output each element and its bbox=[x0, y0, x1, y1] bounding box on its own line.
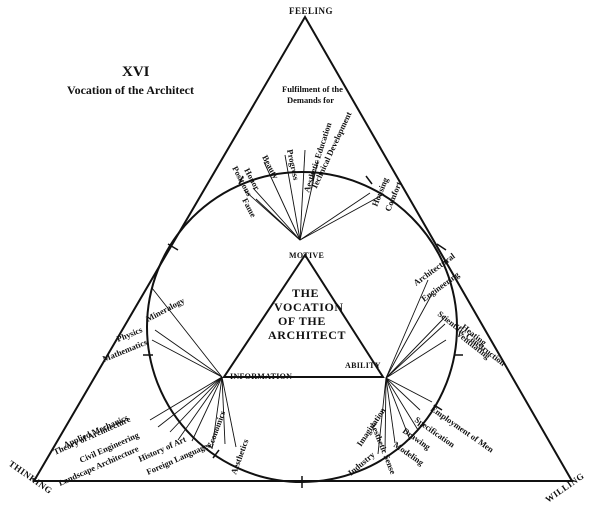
fan-line-industry bbox=[377, 377, 387, 455]
label-aesthetics: Aesthetics bbox=[228, 437, 250, 476]
node-information-label: INFORMATION bbox=[230, 372, 292, 381]
fan-line-aesthetics bbox=[221, 376, 237, 448]
inner-triangle bbox=[222, 253, 385, 378]
center-line1: THE bbox=[292, 286, 319, 300]
fan-lines bbox=[149, 149, 447, 455]
fan-line-fame bbox=[255, 198, 301, 241]
fan-line-drawing bbox=[385, 377, 419, 431]
fan-line-comfort bbox=[299, 193, 385, 241]
fan-line-progress bbox=[284, 154, 301, 241]
fan-line-ventilating bbox=[385, 339, 447, 379]
fan-line-aesthetic-sense bbox=[385, 377, 396, 444]
fan-line-foreign-languages bbox=[211, 376, 223, 450]
center-line4: ARCHITECT bbox=[268, 328, 346, 342]
tick-marks bbox=[143, 171, 463, 488]
fan-line-physics bbox=[154, 329, 223, 378]
fan-line-applied-mechanics bbox=[149, 376, 223, 421]
plate-number: XVI bbox=[122, 64, 150, 80]
fan-line-modeling bbox=[385, 377, 411, 441]
vertex-thinking-label: THINKING bbox=[7, 458, 55, 495]
fan-line-housing bbox=[299, 192, 371, 241]
fan-line-mathematics bbox=[151, 339, 223, 378]
fan-line-employment-of-men bbox=[385, 377, 433, 403]
fan-line-heating bbox=[385, 323, 446, 379]
node-ability-label: ABILITY bbox=[345, 361, 381, 370]
fan-line-scientific-construction bbox=[385, 315, 447, 379]
label-industry: Industry bbox=[346, 449, 377, 477]
label-fame: Fame bbox=[240, 196, 258, 219]
diagram-title: Vocation of the Architect bbox=[67, 83, 194, 97]
fan-line-landscape-architecture bbox=[177, 376, 223, 441]
fan-line-history-of-art bbox=[191, 376, 223, 442]
center-line2: VOCATION bbox=[274, 300, 344, 314]
fan-line-imagination bbox=[384, 377, 387, 453]
vertex-willing-label: WILLING bbox=[543, 471, 586, 505]
fan-line-economics bbox=[221, 376, 226, 445]
label-mineralogy: Mineralogy bbox=[144, 295, 186, 324]
fan-line-mineralogy bbox=[151, 287, 223, 378]
fan-line-honor bbox=[252, 187, 301, 241]
fan-line-engineering bbox=[385, 293, 433, 379]
fan-line-civil-engineering bbox=[169, 376, 223, 433]
node-motive-label: MOTIVE bbox=[289, 251, 324, 260]
top-note-line1: Fulfilment of the bbox=[282, 84, 343, 94]
fan-line-beauty bbox=[263, 161, 301, 241]
fan-line-aesthetic-education bbox=[299, 149, 306, 241]
label-progress: Progress bbox=[285, 148, 301, 181]
fan-line-architectural bbox=[385, 279, 429, 379]
fan-line-technical-development bbox=[299, 159, 319, 241]
center-line3: OF THE bbox=[278, 314, 326, 328]
vertex-feeling-label: FEELING bbox=[289, 6, 333, 16]
fan-line-theory-of-architecture bbox=[157, 376, 223, 428]
top-note-line2: Demands for bbox=[287, 95, 334, 105]
fan-line-specification bbox=[385, 377, 421, 411]
